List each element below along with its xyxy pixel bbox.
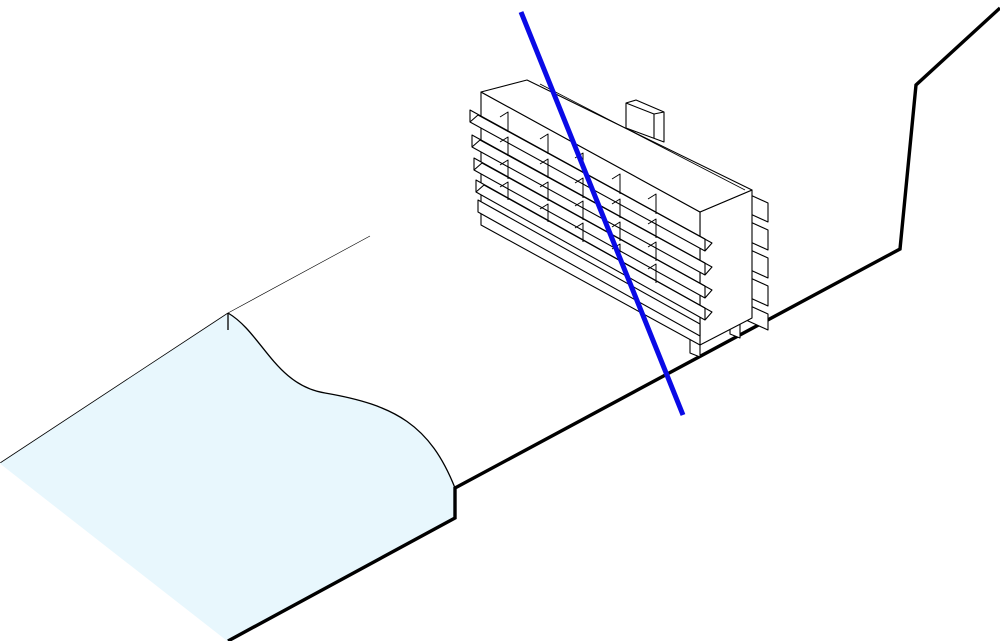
water-far-edge [0, 312, 229, 464]
bank-top-edge [227, 235, 371, 314]
end-wall [699, 189, 753, 346]
water-wave-edge [227, 312, 456, 489]
ground-profile-line [227, 6, 1000, 641]
section-cut-line [518, 11, 686, 416]
water-surface [0, 313, 455, 641]
water-body [0, 235, 456, 641]
slab-building [469, 79, 769, 358]
roof [480, 79, 753, 213]
roof-parapet [539, 83, 746, 191]
rooftop-tower [625, 99, 665, 143]
water-near-edge [0, 462, 229, 641]
